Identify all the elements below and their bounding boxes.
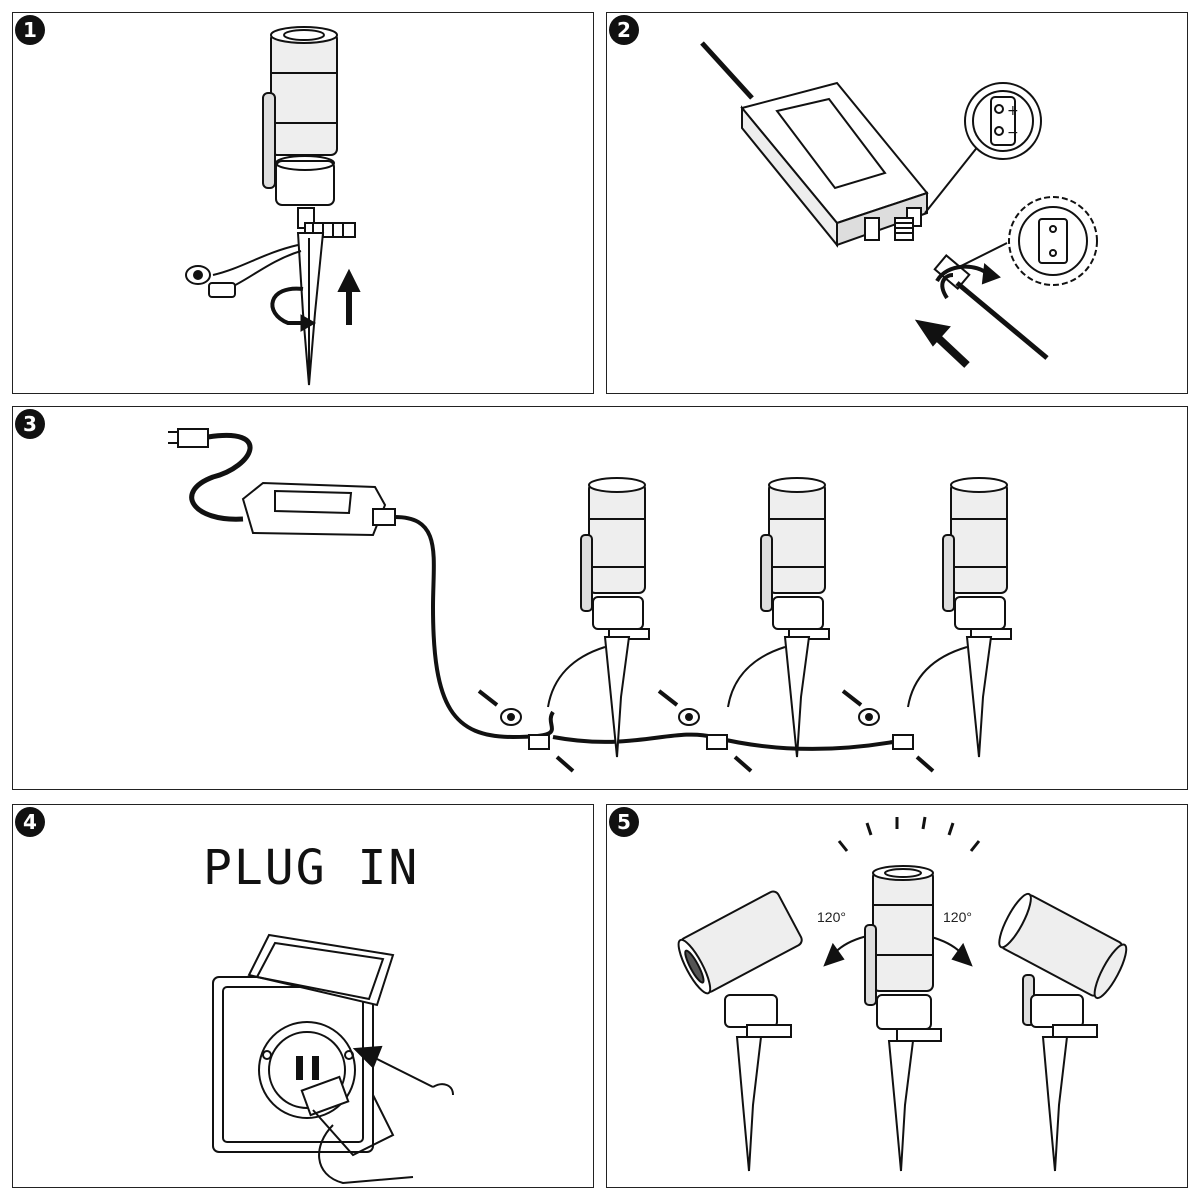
step-2-panel: 2 + − (606, 12, 1188, 394)
power-driver (740, 81, 929, 248)
spotlight-2 (727, 477, 830, 758)
plug-in-hand (300, 1075, 414, 1185)
mains-cable (189, 433, 253, 522)
step-3-badge: 3 (15, 409, 45, 439)
quick-connector (185, 265, 236, 298)
push-arrow-icon (352, 1045, 434, 1088)
step-5-badge: 5 (609, 807, 639, 837)
spotlight-3 (907, 477, 1012, 758)
spotlight-center (864, 865, 942, 1172)
step-3-panel: 3 (12, 406, 1188, 790)
nut-callout (1008, 196, 1098, 286)
cable (212, 244, 299, 276)
connector-pair-3 (841, 689, 935, 773)
step-2-badge: 2 (609, 15, 639, 45)
threaded-port (894, 217, 914, 241)
light-rays-icon (837, 816, 981, 852)
plus-symbol: + (1007, 103, 1019, 119)
outdoor-outlet (212, 933, 395, 1153)
step-4-panel: 4 PLUG IN (12, 804, 594, 1188)
minus-symbol: − (1007, 125, 1019, 141)
step-1-badge: 1 (15, 15, 45, 45)
spotlight-1 (547, 477, 650, 758)
connector-pair-2 (657, 689, 753, 773)
up-arrow-icon (337, 268, 361, 325)
polarity-callout (964, 82, 1042, 160)
power-driver (241, 481, 396, 537)
step-5-illustration (677, 816, 1128, 1172)
step-2-illustration: + − (700, 41, 1098, 368)
spotlight-body (262, 26, 338, 206)
low-voltage-cable (394, 515, 555, 740)
plug-in-heading: PLUG IN (203, 840, 420, 896)
angle-right-label: 120° (943, 909, 972, 925)
angle-left-label: 120° (817, 909, 846, 925)
step-4-illustration (212, 933, 454, 1185)
wall-plug (168, 428, 209, 448)
step-3-illustration (168, 428, 1012, 773)
step-1-panel: 1 (12, 12, 594, 394)
connector-pair-1 (477, 689, 575, 773)
ground-stake (296, 232, 325, 386)
spotlight-tilted-left (677, 890, 803, 1172)
power-cable (700, 41, 754, 100)
spotlight-tilted-right (998, 892, 1128, 1172)
dc-plug (933, 254, 1049, 360)
step-1-illustration (185, 26, 361, 386)
rotate-arrow-icon (270, 286, 317, 332)
push-arrow-icon (914, 319, 970, 368)
step-4-badge: 4 (15, 807, 45, 837)
step-5-panel: 5 120° 120° (606, 804, 1188, 1188)
